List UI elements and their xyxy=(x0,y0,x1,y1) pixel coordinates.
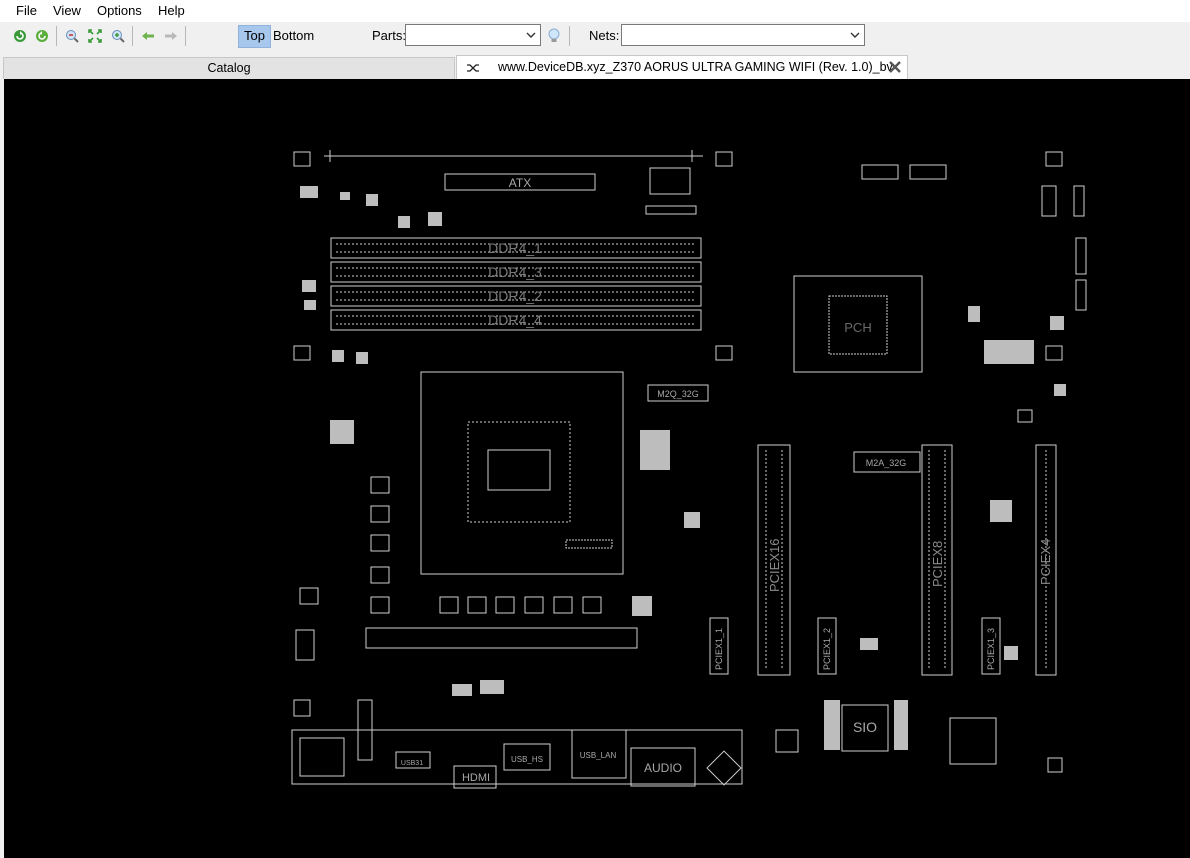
m2a-label: M2A_32G xyxy=(866,458,907,468)
pciex1-label-1: PCIEX1_1 xyxy=(714,628,724,670)
atx-connector xyxy=(444,173,596,191)
chevron-down-icon xyxy=(850,32,860,38)
pciex4-label: PCIEX4 xyxy=(1038,539,1053,585)
pch-label: PCH xyxy=(844,320,871,335)
audio-label: AUDIO xyxy=(644,761,682,775)
parts-label: Parts: xyxy=(372,28,406,43)
ddr-label-3: DDR4_3 xyxy=(488,264,542,280)
usb-lan-label: USB_LAN xyxy=(580,751,617,760)
ddr-slot-4 xyxy=(330,309,702,331)
atx-label: ATX xyxy=(509,176,531,190)
board-view: ATX DDR4_1 DDR4_3 DDR4_2 DDR4_4 M2Q_32G … xyxy=(291,150,1087,789)
parts-combo[interactable] xyxy=(405,24,541,46)
ddr-slot-3 xyxy=(330,261,702,283)
tab-catalog[interactable]: Catalog xyxy=(3,57,455,79)
pciex1-label-3: PCIEX1_3 xyxy=(986,628,996,670)
usb31-label: USB31 xyxy=(401,760,423,767)
nets-combo[interactable] xyxy=(621,24,865,46)
close-icon[interactable] xyxy=(888,60,902,74)
bottom-side-button[interactable]: Bottom xyxy=(273,28,315,43)
lightbulb-icon[interactable] xyxy=(544,26,564,46)
pciex16-slot xyxy=(757,444,791,676)
zoom-in-icon[interactable] xyxy=(108,26,128,46)
ddr-slot-1 xyxy=(330,237,702,259)
ddr-label-1: DDR4_1 xyxy=(488,240,542,256)
hdmi-label: HDMI xyxy=(462,772,490,784)
shuffle-icon xyxy=(467,64,479,72)
m2q-label: M2Q_32G xyxy=(657,389,699,399)
rear-io xyxy=(291,729,743,785)
ddr-label-4: DDR4_4 xyxy=(488,312,542,328)
menu-help[interactable]: Help xyxy=(158,3,185,18)
pciex4-slot xyxy=(1035,444,1057,676)
menu-options[interactable]: Options xyxy=(97,3,142,18)
pciex8-slot xyxy=(921,444,953,676)
fit-to-screen-icon[interactable] xyxy=(85,26,105,46)
forward-arrow-icon[interactable] xyxy=(161,26,181,46)
usb-hs-label: USB_HS xyxy=(511,755,543,764)
cpu-socket xyxy=(420,371,624,575)
menu-file[interactable]: File xyxy=(16,3,37,18)
pciex1-label-2: PCIEX1_2 xyxy=(822,628,832,670)
nets-label: Nets: xyxy=(589,28,620,43)
top-side-button[interactable]: Top xyxy=(238,25,271,48)
reload-icon[interactable] xyxy=(10,26,30,46)
sio-label: SIO xyxy=(853,719,877,735)
tab-document-title: www.DeviceDB.xyz_Z370 AORUS ULTRA GAMING… xyxy=(498,60,893,74)
toolbar: Top Bottom Parts: Nets: xyxy=(0,22,1190,50)
menu-bar: File View Options Help xyxy=(0,0,1190,22)
board-canvas[interactable]: ATX DDR4_1 DDR4_3 DDR4_2 DDR4_4 M2Q_32G … xyxy=(4,79,1190,858)
refresh-icon[interactable] xyxy=(32,26,52,46)
chevron-down-icon xyxy=(526,32,536,38)
back-arrow-icon[interactable] xyxy=(138,26,158,46)
ddr-label-2: DDR4_2 xyxy=(488,288,542,304)
tab-bar: Catalog www.DeviceDB.xyz_Z370 AORUS ULTR… xyxy=(0,55,1190,79)
zoom-out-icon[interactable] xyxy=(62,26,82,46)
sio-chip xyxy=(841,704,889,752)
pciex16-label: PCIEX16 xyxy=(767,539,782,592)
tab-document[interactable]: www.DeviceDB.xyz_Z370 AORUS ULTRA GAMING… xyxy=(456,55,908,79)
ddr-slot-2 xyxy=(330,285,702,307)
menu-view[interactable]: View xyxy=(53,3,81,18)
pch-outline xyxy=(793,275,923,373)
pciex8-label: PCIEX8 xyxy=(930,541,945,587)
